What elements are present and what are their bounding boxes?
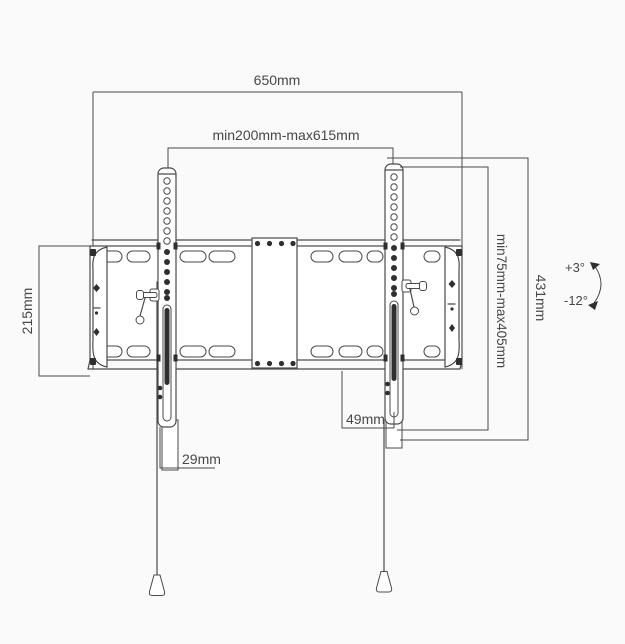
label-left-offset: 29mm [182,451,221,467]
tilt-annotation: +3° -12° [564,260,602,310]
dimension-left-offset: 29mm [159,427,221,469]
dimension-vesa-width-range: min200mm-max615mm [167,127,394,168]
dimension-overall-width: 650mm [93,72,462,93]
dimension-vesa-height-range: min75mm-max405mm [397,166,509,431]
dimension-right-offset: 49mm [341,371,395,429]
label-tilt-down: -12° [564,293,588,308]
left-end-cap [90,246,108,368]
left-vesa-rail [156,167,179,471]
left-cord-tip [148,574,166,596]
center-spacer-plate [251,237,298,369]
label-right-offset: 49mm [346,411,385,427]
right-cord-tip [375,571,393,593]
label-plate-height: 215mm [19,288,35,335]
right-vesa-rail [383,163,405,449]
label-vesa-width-range: min200mm-max615mm [212,127,359,143]
dimension-plate-height: 215mm [19,245,90,377]
left-latch-lever [135,288,160,325]
tilt-arc-arrow-icon [593,264,602,304]
label-overall-width: 650mm [254,72,301,88]
label-vesa-height-range: min75mm-max405mm [494,234,509,368]
dimension-overall-height: 431mm [387,157,549,441]
wall-plate-slots-top [99,250,441,263]
label-tilt-up: +3° [565,260,585,275]
right-end-cap [444,246,462,368]
wall-plate-slots-bottom [99,345,441,358]
right-latch-lever [401,279,427,316]
label-overall-height: 431mm [533,275,549,322]
